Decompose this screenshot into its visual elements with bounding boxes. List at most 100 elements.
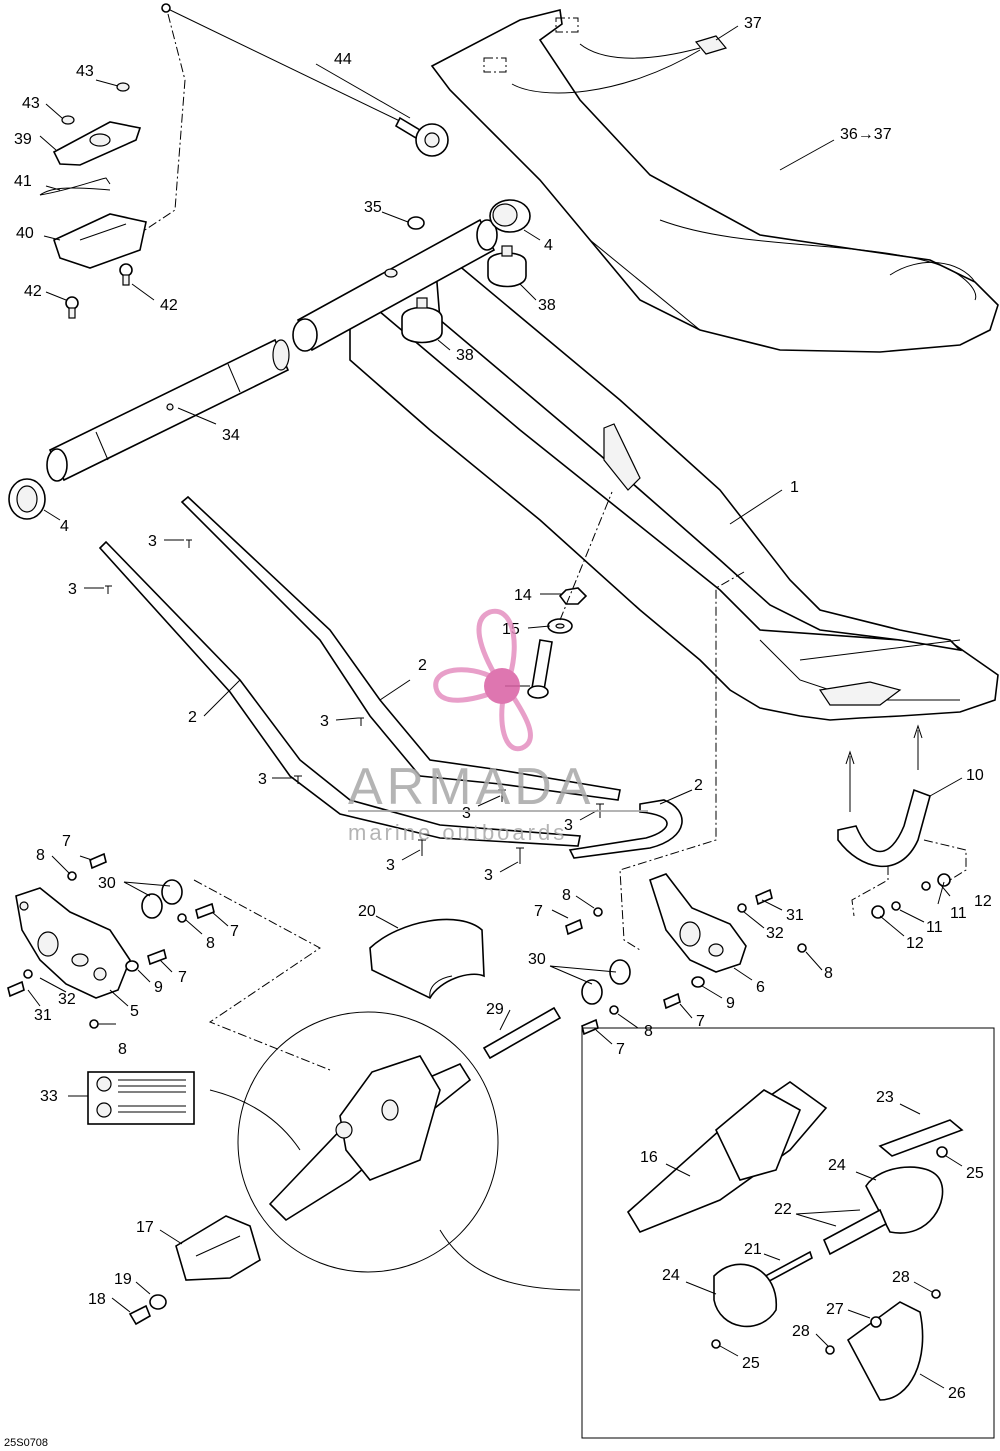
- hardware-left: [7, 852, 215, 1029]
- callout-9: 9: [726, 995, 735, 1012]
- callout-31: 31: [786, 907, 804, 924]
- callout-3: 3: [258, 771, 267, 788]
- bushing-4-top: [489, 199, 531, 233]
- hardware-right: [565, 888, 807, 1036]
- callout-26: 26: [948, 1385, 966, 1402]
- bolt-18: [128, 1304, 152, 1326]
- bracket-6: [649, 873, 747, 973]
- washer-15: [547, 618, 573, 634]
- pin-29: [482, 1006, 562, 1060]
- callout-3: 3: [462, 805, 471, 822]
- callout-42: 42: [160, 297, 178, 314]
- callout-17: 17: [136, 1219, 154, 1236]
- callout-40: 40: [16, 225, 34, 242]
- callout-22: 22: [774, 1201, 792, 1218]
- callout-8: 8: [562, 887, 571, 904]
- tube-assembly: [292, 218, 498, 352]
- callout-33: 33: [40, 1088, 58, 1105]
- callout-8: 8: [824, 965, 833, 982]
- washer-19: [149, 1294, 167, 1310]
- callout-labels: 44 43 43 39 41 40 42 42 37 36→37 35 4 38…: [14, 15, 992, 1402]
- fasteners-11-12: [871, 873, 951, 919]
- callout-24: 24: [828, 1157, 846, 1174]
- callout-29: 29: [486, 1001, 504, 1018]
- cable-44: [161, 3, 449, 157]
- callout-28: 28: [892, 1269, 910, 1286]
- callout-43: 43: [76, 63, 94, 80]
- callout-25: 25: [966, 1165, 984, 1182]
- callout-4: 4: [544, 237, 553, 254]
- callout-7: 7: [616, 1041, 625, 1058]
- callout-10: 10: [966, 767, 984, 784]
- warning-label-33: [87, 1071, 195, 1125]
- callout-3: 3: [386, 857, 395, 874]
- bumper-38-b: [401, 297, 443, 344]
- watermark-brand: ARMADA: [348, 758, 594, 816]
- callout-7: 7: [534, 903, 543, 920]
- bushing-4-bottom: [8, 478, 46, 520]
- diagram-reference-code: 25S0708: [4, 1437, 48, 1449]
- watermark-tagline: marine outboards: [348, 820, 567, 845]
- callout-21: 21: [744, 1241, 762, 1258]
- nut-14: [558, 587, 588, 605]
- callout-36-37: 36→37: [840, 126, 892, 143]
- callout-5: 5: [130, 1003, 139, 1020]
- callout-14: 14: [514, 587, 532, 604]
- callout-7: 7: [230, 923, 239, 940]
- callout-7: 7: [696, 1013, 705, 1030]
- callout-39: 39: [14, 131, 32, 148]
- callout-31: 31: [34, 1007, 52, 1024]
- callout-7: 7: [178, 969, 187, 986]
- callout-3: 3: [320, 713, 329, 730]
- detail-circle: [237, 1011, 499, 1273]
- callout-28: 28: [792, 1323, 810, 1340]
- ski-body: [349, 253, 999, 721]
- callout-34: 34: [222, 427, 240, 444]
- callout-11: 11: [950, 905, 967, 922]
- cable-bracket-group: [39, 82, 147, 319]
- callout-1: 1: [790, 479, 799, 496]
- callout-27: 27: [826, 1301, 844, 1318]
- stud-bolt-13: [527, 639, 553, 699]
- callout-30: 30: [98, 875, 116, 892]
- detail-parts: [626, 1081, 964, 1401]
- callout-32: 32: [766, 925, 784, 942]
- callout-2: 2: [694, 777, 703, 794]
- callout-16: 16: [640, 1149, 658, 1166]
- callout-44: 44: [334, 51, 352, 68]
- callout-38: 38: [538, 297, 556, 314]
- callout-12: 12: [906, 935, 924, 952]
- callout-32: 32: [58, 991, 76, 1008]
- callout-8: 8: [644, 1023, 653, 1040]
- callout-18: 18: [88, 1291, 106, 1308]
- callout-2: 2: [188, 709, 197, 726]
- cover-20: [369, 918, 485, 1000]
- watermark: ARMADA marine outboards: [348, 608, 648, 845]
- bracket-5: [15, 887, 131, 999]
- callout-8: 8: [206, 935, 215, 952]
- callout-42: 42: [24, 283, 42, 300]
- detail-assembly: [268, 1055, 472, 1222]
- callout-30: 30: [528, 951, 546, 968]
- callout-19: 19: [114, 1271, 132, 1288]
- callout-3: 3: [484, 867, 493, 884]
- housing-17: [175, 1215, 261, 1281]
- callout-35: 35: [364, 199, 382, 216]
- callout-3: 3: [68, 581, 77, 598]
- callout-12: 12: [974, 893, 992, 910]
- callout-6: 6: [756, 979, 765, 996]
- callout-25: 25: [742, 1355, 760, 1372]
- callout-8: 8: [36, 847, 45, 864]
- callout-41: 41: [14, 173, 32, 190]
- plug-35: [407, 216, 425, 230]
- callout-9: 9: [154, 979, 163, 996]
- ski-cap: [430, 9, 999, 353]
- callout-4: 4: [60, 518, 69, 535]
- callout-3: 3: [148, 533, 157, 550]
- bushings-30-right: [581, 959, 631, 1005]
- callout-3: 3: [564, 817, 573, 834]
- callout-8: 8: [118, 1041, 127, 1058]
- callout-23: 23: [876, 1089, 894, 1106]
- strap-10: [837, 724, 931, 868]
